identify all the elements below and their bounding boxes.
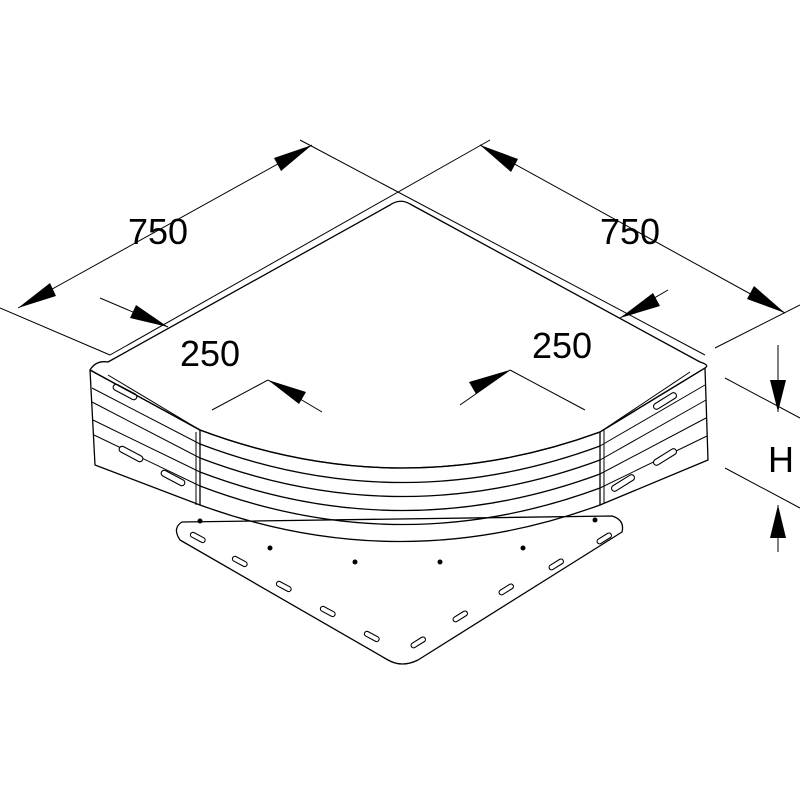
curved-wall (89, 367, 709, 543)
dim-label-outer-right: 750 (600, 211, 660, 252)
dim-label-height: H (768, 439, 794, 480)
top-cover (89, 200, 708, 469)
base-slots (189, 531, 612, 649)
dim-label-inner-left: 250 (180, 333, 240, 374)
dim-label-inner-right: 250 (532, 325, 592, 366)
base-plate (175, 515, 624, 665)
base-rivets (197, 517, 598, 565)
dim-label-outer-left: 750 (128, 211, 188, 252)
dimension-lines (0, 139, 800, 552)
